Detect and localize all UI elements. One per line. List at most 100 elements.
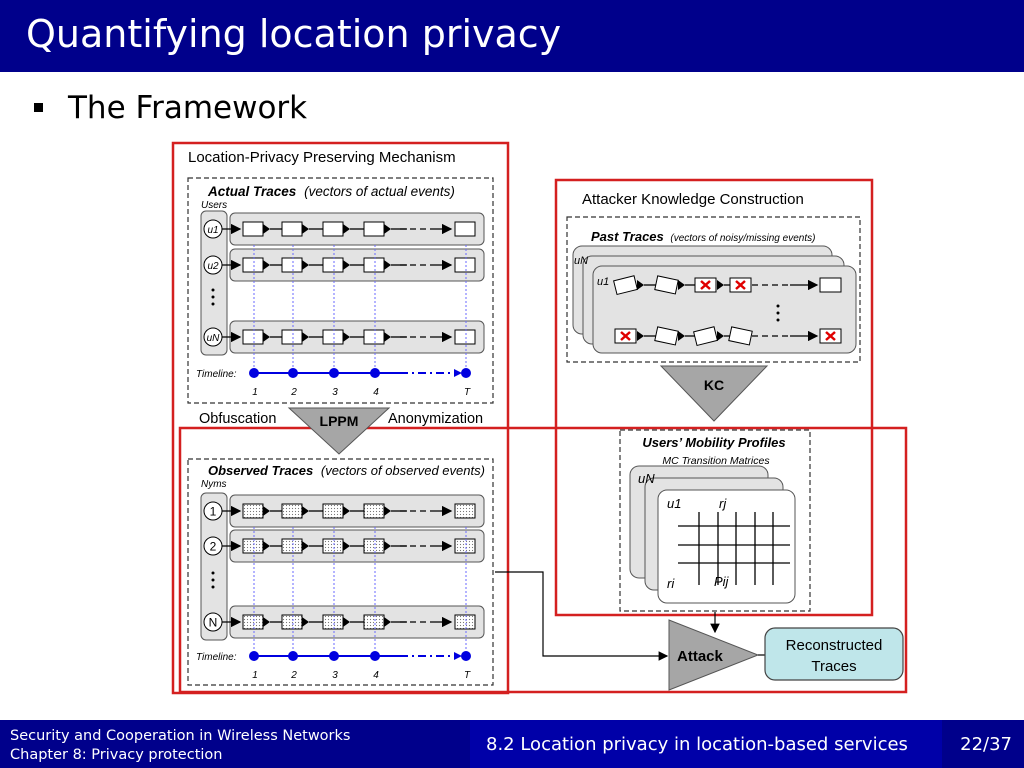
past-event-box xyxy=(654,275,679,295)
past-label-un: uN xyxy=(574,255,588,267)
actual-event-box xyxy=(242,257,264,273)
past-event-box xyxy=(693,326,719,347)
attack-triangle xyxy=(668,619,760,691)
missing-event-icon xyxy=(825,331,836,341)
ellipsis-dot xyxy=(211,571,215,575)
actual-event-box xyxy=(242,329,264,345)
observed-event-box xyxy=(242,503,264,519)
trace-arrowhead xyxy=(263,332,270,342)
trace-arrowhead xyxy=(717,331,724,341)
timeline-label: Timeline: xyxy=(196,652,237,663)
observed-event-box xyxy=(454,503,476,519)
timeline-arrowhead xyxy=(454,369,462,377)
trace-arrowhead xyxy=(384,224,391,234)
nym-label: N xyxy=(209,616,218,630)
reconstructed-label-line1: Reconstructed xyxy=(786,637,883,654)
trace-arrowhead xyxy=(343,506,350,516)
timeline-point xyxy=(249,368,259,378)
actual-event-box xyxy=(322,257,344,273)
trace-arrowhead xyxy=(263,617,270,627)
timeline-point xyxy=(329,368,339,378)
past-event-box xyxy=(819,277,842,293)
past-event-group xyxy=(694,277,717,293)
timeline-tick-label: T xyxy=(464,670,471,681)
timeline-point xyxy=(288,368,298,378)
ellipsis-dot xyxy=(211,578,215,582)
actual-event-box xyxy=(322,329,344,345)
past-traces-heading: Past Traces (vectors of noisy/missing ev… xyxy=(591,229,815,244)
past-event-group xyxy=(819,328,842,344)
matrix-label-u1: u1 xyxy=(667,496,681,511)
ellipsis-dot xyxy=(211,295,215,299)
actual-event-box xyxy=(242,221,264,237)
transition-matrix-grid xyxy=(678,512,790,585)
actual-event-box xyxy=(281,221,303,237)
observed-label-column xyxy=(200,492,228,641)
timeline-point xyxy=(249,651,259,661)
timeline-point xyxy=(461,651,471,661)
reconstructed-label-line2: Traces xyxy=(811,658,856,675)
kc-triangle xyxy=(659,365,769,422)
actual-traces-paren: (vectors of actual events) xyxy=(304,184,455,199)
actual-event-box xyxy=(363,329,385,345)
obfuscation-label: Obfuscation xyxy=(199,411,276,427)
lppm-title: Location-Privacy Preserving Mechanism xyxy=(188,149,456,166)
observed-event-box xyxy=(242,538,264,554)
trace-arrowhead xyxy=(263,260,270,270)
user-label: u2 xyxy=(207,261,219,272)
observed-traces-bold: Observed Traces xyxy=(208,463,313,478)
trace-arrowhead xyxy=(343,224,350,234)
trace-arrowhead xyxy=(302,617,309,627)
akc-frame xyxy=(554,178,874,617)
observed-event-box xyxy=(363,538,385,554)
past-traces-paren: (vectors of noisy/missing events) xyxy=(670,233,815,244)
trace-arrowhead xyxy=(637,280,644,290)
timeline-tick-label: 4 xyxy=(373,670,379,681)
ellipsis-dot xyxy=(776,311,780,315)
past-event-group xyxy=(614,328,637,344)
observed-event-box xyxy=(281,538,303,554)
nyms-label: Nyms xyxy=(201,479,227,490)
trace-arrowhead xyxy=(637,331,644,341)
observed-trace-rows: 12N xyxy=(200,492,485,641)
past-traces-bold: Past Traces xyxy=(591,229,664,244)
matrix-label-rj: rj xyxy=(719,496,727,511)
past-event-group xyxy=(819,277,842,293)
actual-event-box xyxy=(281,329,303,345)
observed-event-box xyxy=(322,614,344,630)
slide-header: Quantifying location privacy xyxy=(0,0,1024,72)
timeline-tick-label: 2 xyxy=(290,670,297,681)
past-trace-rows xyxy=(613,275,842,347)
observed-event-box xyxy=(363,614,385,630)
matrix-label-pij: Pij xyxy=(714,574,730,589)
footer-course-title: Security and Cooperation in Wireless Net… xyxy=(10,728,351,744)
observed-event-box xyxy=(281,614,303,630)
actual-event-box xyxy=(454,221,476,237)
past-label-u1: u1 xyxy=(597,276,609,288)
observed-event-box xyxy=(454,614,476,630)
kc-label: KC xyxy=(704,377,724,393)
trace-arrowhead xyxy=(302,332,309,342)
observed-event-box xyxy=(322,503,344,519)
trace-arrowhead xyxy=(263,224,270,234)
timeline-tick-label: 3 xyxy=(332,670,338,681)
footer-section-band: 8.2 Location privacy in location-based s… xyxy=(470,720,942,768)
ellipsis-dot xyxy=(776,318,780,322)
missing-event-icon xyxy=(620,331,631,341)
timeline-tick-label: 4 xyxy=(373,387,379,398)
missing-event-icon xyxy=(735,280,746,290)
timeline-label: Timeline: xyxy=(196,369,237,380)
actual-event-box xyxy=(454,257,476,273)
observed-event-box xyxy=(363,503,385,519)
lppm-label: LPPM xyxy=(320,413,359,429)
past-event-group xyxy=(729,277,752,293)
nym-label: 1 xyxy=(210,505,217,519)
timeline-tick-label: 1 xyxy=(252,387,258,398)
trace-arrowhead xyxy=(343,617,350,627)
reconstruction-frame xyxy=(178,426,908,694)
slide-footer: Security and Cooperation in Wireless Net… xyxy=(0,720,1024,768)
bullet-text: The Framework xyxy=(68,90,308,126)
actual-traces-bold: Actual Traces xyxy=(207,184,297,199)
